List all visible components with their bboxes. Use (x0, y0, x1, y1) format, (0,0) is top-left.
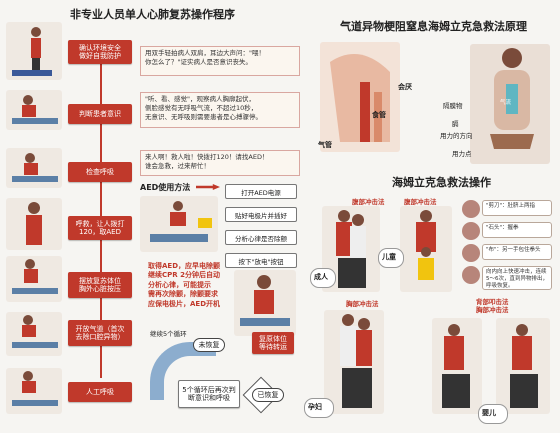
tip-scissors: "剪刀"：肚脐上两指 (482, 200, 552, 216)
illustration-aed (140, 196, 218, 252)
illustration-aed-operator (234, 270, 296, 336)
label-airflow: 气流 (500, 100, 512, 106)
scissors-hand-icon (462, 200, 480, 218)
aed-step-power: 打开AED电源 (225, 184, 297, 199)
illustration-compression (6, 256, 62, 302)
illustration-check-consciousness (6, 90, 62, 130)
aed-step-shock: 按下"放电"按钮 (225, 253, 297, 268)
label-adult: 成人 (314, 273, 328, 281)
note-consciousness: 用双手轻拍病人双肩，耳边大声问："喂！ 你怎么了？"证实病人是否意识丧失。 (140, 46, 300, 76)
tip-stone: "石头"：握拳 (482, 222, 552, 238)
box-recovery-position: 复原体位 等待转运 (252, 332, 294, 354)
step-call-help: 呼救，让人拨打 120，取AED (68, 216, 132, 240)
step-check-breathing: 检查呼吸 (68, 162, 132, 182)
badge-infant-bg (478, 404, 508, 424)
label-pregnant: 孕妇 (308, 403, 322, 411)
step-compression: 摆放复苏体位 胸外心脏按压 (68, 272, 132, 298)
heimlich-operation-title: 海姆立克急救法操作 (392, 176, 491, 189)
label-trachea: 气管 (318, 141, 332, 149)
aed-step-pads: 贴好电极片并插好 (225, 207, 297, 222)
aed-title: AED使用方法 (140, 183, 191, 192)
badge-pregnant-bg (304, 398, 334, 418)
flow-spine (100, 48, 102, 378)
illustration-infant-chest (496, 318, 550, 414)
subtitle-belly-adult: 腹部冲击法 (352, 198, 385, 206)
illustration-torso (470, 44, 550, 164)
illustration-call-help (6, 198, 62, 250)
label-esophagus: 食管 (372, 111, 386, 119)
label-force-point: 用力点 (452, 150, 472, 158)
pill-recovered: 已恢复 (252, 388, 284, 402)
step-open-airway: 开放气道（首次 去除口腔异物） (68, 320, 132, 346)
heimlich-principle-title: 气道异物梗阻窒息海姆立克急救法原理 (340, 20, 527, 33)
note-breathing: "听、看、感觉"，观察病人胸廓起伏， 侧脸感觉有无呼吸气流，不超过10秒， 无意… (140, 92, 300, 128)
label-force-direction: 用力的方向 (440, 132, 473, 140)
illustration-child (400, 206, 452, 292)
palm-hand-icon (462, 244, 480, 262)
label-diaphragm: 膈 (452, 120, 459, 128)
tip-thrust: 向内向上快速冲击，连续5～6次，直到异物排出，呼吸恢复。 (482, 266, 552, 290)
badge-child-bg (378, 248, 404, 268)
cpr-title: 非专业人员单人心肺复苏操作程序 (70, 8, 235, 21)
illustration-infant-back (432, 318, 482, 414)
step-ensure-safety: 确认环境安全 做好自我防护 (68, 40, 132, 64)
badge-adult-bg (310, 268, 336, 288)
aed-step-analyze: 分析心律是否除颤 (225, 230, 297, 245)
label-continue-5-cycles: 继续5个循环 (150, 330, 187, 338)
aed-arrow (196, 184, 220, 190)
step-check-consciousness: 判断患者意识 (68, 104, 132, 124)
label-child: 儿童 (382, 253, 396, 261)
label-infant: 婴儿 (482, 409, 496, 417)
pill-not-recovered: 未恢复 (193, 338, 225, 352)
note-call-help: 来人啊！救人啦！快拨打120！请找AED！ 谁会急救，过来帮忙！ (140, 150, 300, 176)
illustration-check-breathing (6, 148, 62, 188)
label-epiglottis: 会厌 (398, 83, 412, 91)
fist-hand-icon (462, 222, 480, 240)
illustration-rescue-breath (6, 368, 62, 414)
label-obstruction: 隔膜物 (443, 102, 463, 110)
tip-cloth: "布"：另一手包住拳头 (482, 244, 552, 260)
step-rescue-breath: 人工呼吸 (68, 382, 132, 402)
illustration-throat (320, 42, 400, 152)
illustration-safety (6, 22, 62, 80)
subtitle-chest-pregnant: 胸部冲击法 (346, 300, 379, 308)
box-five-cycles: 5个循环后再次判 断意识和呼吸 (178, 380, 240, 408)
illustration-airway (6, 312, 62, 356)
subtitle-back-chest-infant: 背部叩击法 胸部冲击法 (476, 298, 509, 315)
subtitle-belly-child: 腹部冲击法 (404, 198, 437, 206)
aed-tip-text: 取得AED，应早电除颤 继续CPR 2分钟后自动 分析心律，可能提示 需再次除颤… (148, 262, 221, 308)
illustration-pregnant (324, 310, 384, 414)
thrust-hand-icon (462, 266, 480, 284)
